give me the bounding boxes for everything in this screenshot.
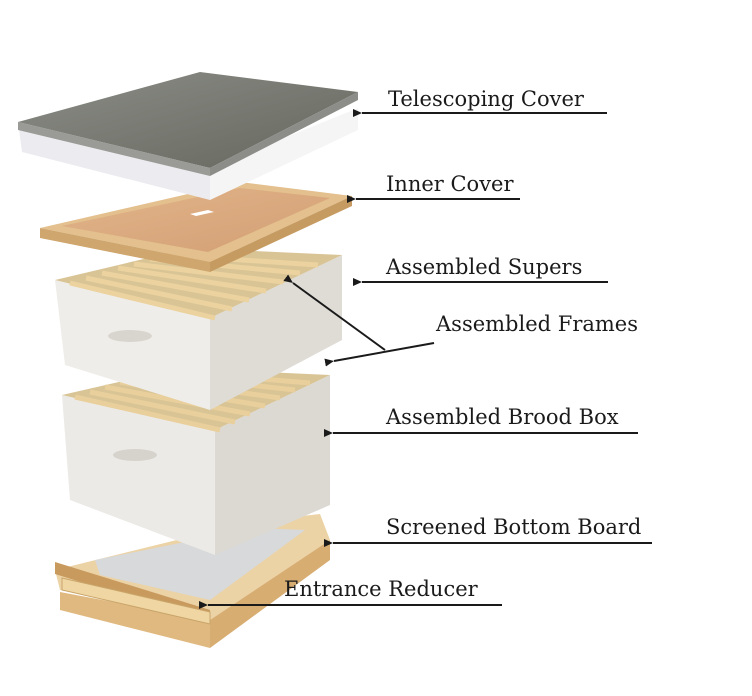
label-entrance-reducer: Entrance Reducer: [284, 577, 478, 601]
label-telescoping-cover: Telescoping Cover: [388, 87, 584, 111]
assembled-frames-arrow-a: [283, 274, 386, 351]
entrance-reducer-illustration: [61, 577, 211, 625]
label-inner-cover: Inner Cover: [386, 172, 514, 196]
label-assembled-frames: Assembled Frames: [436, 312, 639, 336]
leader-lines: [199, 109, 652, 609]
label-screened-bottom-board: Screened Bottom Board: [386, 515, 642, 539]
assembled-frames-arrow-b: [324, 342, 435, 367]
telescoping-cover-illustration: [18, 72, 358, 200]
label-assembled-brood-box: Assembled Brood Box: [386, 405, 619, 429]
label-assembled-supers: Assembled Supers: [386, 255, 583, 279]
inner-cover-illustration: [40, 182, 352, 272]
